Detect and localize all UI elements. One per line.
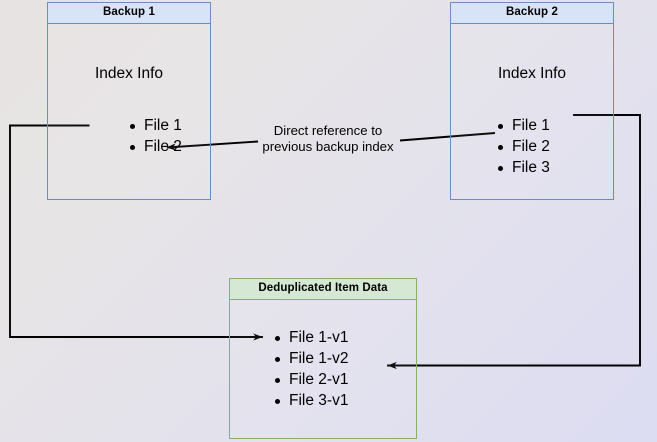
backup1-box[interactable]: Backup 1 Index Info File 1 File 2 — [47, 2, 211, 200]
backup1-file-list: File 1 File 2 — [127, 115, 182, 157]
dedup-file-list: File 1-v1 File 1-v2 File 2-v1 File 3-v1 — [272, 327, 348, 411]
backup2-box[interactable]: Backup 2 Index Info File 1 File 2 File 3 — [450, 2, 614, 200]
direct-reference-label-line2: previous backup index — [262, 139, 394, 154]
backup2-file-list: File 1 File 2 File 3 — [495, 115, 550, 178]
list-item: File 3 — [495, 157, 550, 178]
list-item: File 1 — [127, 115, 182, 136]
list-item: File 1-v2 — [272, 348, 348, 369]
backup1-header: Backup 1 — [48, 3, 210, 24]
backup2-index-info-label: Index Info — [497, 65, 567, 82]
backup2-header: Backup 2 — [451, 3, 613, 24]
deduplicated-item-data-header: Deduplicated Item Data — [230, 279, 416, 300]
deduplicated-item-data-body: File 1-v1 File 1-v2 File 2-v1 File 3-v1 — [230, 300, 416, 438]
direct-reference-label-line1: Direct reference to — [273, 123, 383, 138]
list-item: File 1-v1 — [272, 327, 348, 348]
list-item: File 1 — [495, 115, 550, 136]
backup1-body: Index Info File 1 File 2 — [48, 24, 210, 199]
list-item: File 3-v1 — [272, 390, 348, 411]
backup1-index-info-label: Index Info — [94, 65, 164, 82]
list-item: File 2-v1 — [272, 369, 348, 390]
backup2-body: Index Info File 1 File 2 File 3 — [451, 24, 613, 199]
deduplicated-item-data-box[interactable]: Deduplicated Item Data File 1-v1 File 1-… — [229, 278, 417, 439]
list-item: File 2 — [495, 136, 550, 157]
list-item: File 2 — [127, 136, 182, 157]
direct-reference-label: Direct reference to previous backup inde… — [248, 123, 408, 155]
